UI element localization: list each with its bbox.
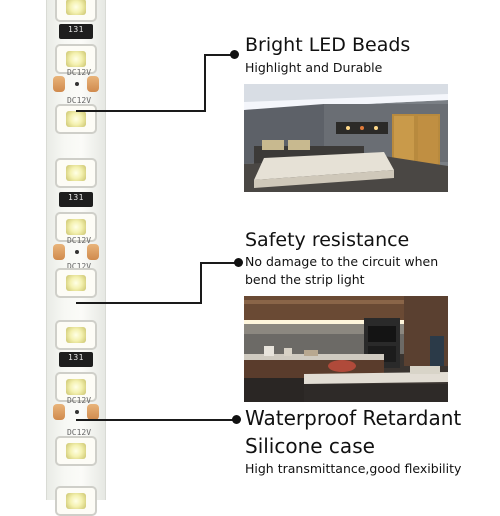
callout-dot bbox=[234, 258, 243, 267]
feature-subtitle: No damage to the circuit when bbox=[245, 254, 439, 269]
kitchen-led-lighting-photo bbox=[244, 296, 448, 402]
led-bead bbox=[55, 44, 97, 74]
voltage-label: DC12V bbox=[66, 236, 92, 245]
led-bead bbox=[55, 320, 97, 350]
callout-line bbox=[200, 262, 238, 264]
feature-subtitle: Highlight and Durable bbox=[245, 60, 383, 75]
copper-pad bbox=[53, 404, 65, 420]
callout-line bbox=[200, 262, 202, 304]
feature-title: Bright LED Beads bbox=[245, 34, 411, 56]
solder-point bbox=[75, 410, 79, 414]
copper-pad bbox=[87, 404, 99, 420]
voltage-label: DC12V bbox=[66, 96, 92, 105]
led-bead bbox=[55, 212, 97, 242]
led-strip: 131 DC12V DC12V 131 DC12V DC12V 131 DC12… bbox=[46, 0, 106, 516]
led-bead bbox=[55, 268, 97, 298]
feature-title: Safety resistance bbox=[245, 229, 410, 251]
feature-title: Silicone case bbox=[245, 434, 375, 458]
copper-pad bbox=[87, 76, 99, 92]
voltage-label: DC12V bbox=[66, 262, 92, 271]
solder-point bbox=[75, 82, 79, 86]
copper-pad bbox=[53, 76, 65, 92]
copper-pad bbox=[87, 244, 99, 260]
bedroom-led-lighting-photo bbox=[244, 84, 448, 192]
led-bead bbox=[55, 436, 97, 466]
callout-line bbox=[76, 110, 206, 112]
callout-dot bbox=[230, 50, 239, 59]
resistor: 131 bbox=[59, 24, 93, 39]
led-bead bbox=[55, 486, 97, 516]
led-bead bbox=[55, 104, 97, 134]
voltage-label: DC12V bbox=[66, 396, 92, 405]
callout-line bbox=[204, 54, 234, 56]
callout-line bbox=[76, 419, 236, 421]
led-bead bbox=[55, 372, 97, 402]
solder-point bbox=[75, 250, 79, 254]
callout-line bbox=[204, 54, 206, 112]
led-bead bbox=[55, 0, 97, 22]
led-bead bbox=[55, 158, 97, 188]
callout-line bbox=[76, 302, 202, 304]
voltage-label: DC12V bbox=[66, 428, 92, 437]
feature-subtitle: High transmittance,good flexibility bbox=[245, 461, 462, 476]
resistor: 131 bbox=[59, 192, 93, 207]
voltage-label: DC12V bbox=[66, 68, 92, 77]
resistor: 131 bbox=[59, 352, 93, 367]
callout-dot bbox=[232, 415, 241, 424]
feature-subtitle: bend the strip light bbox=[245, 272, 365, 287]
feature-title: Waterproof Retardant bbox=[245, 406, 462, 430]
copper-pad bbox=[53, 244, 65, 260]
